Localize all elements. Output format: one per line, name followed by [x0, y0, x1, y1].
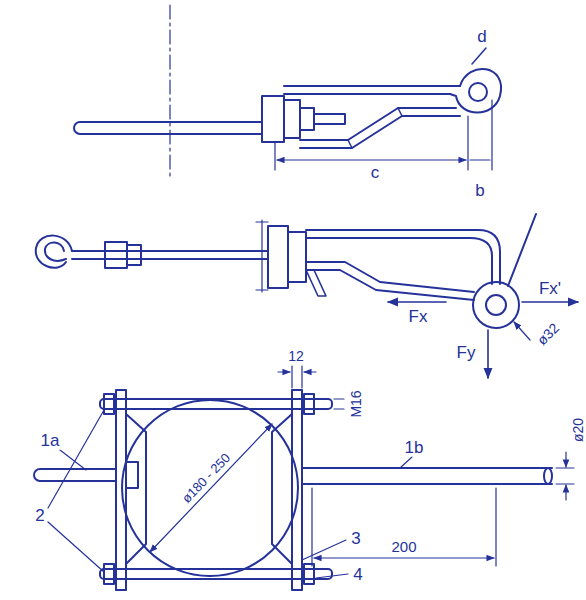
dimension-label: Fx': [537, 279, 563, 298]
dimension-label: 200: [389, 538, 418, 555]
dimension-label: b: [473, 181, 486, 200]
dimension-label: ø180 - 250: [177, 449, 234, 508]
dimension-label: M16: [348, 388, 364, 419]
dimension-label: 3: [349, 529, 362, 548]
dimension-label: 1a: [39, 431, 62, 450]
dimension-label: c: [369, 163, 382, 182]
dimension-label: ø32: [532, 318, 563, 349]
dimension-label: Fy: [455, 343, 478, 362]
dimension-label: 1b: [403, 438, 426, 457]
dimension-label: 4: [351, 565, 364, 584]
dimension-label: d: [475, 27, 488, 46]
dimension-label: 2: [33, 506, 46, 525]
dimension-label: 12: [286, 348, 306, 364]
dimension-label: ø20: [570, 416, 586, 444]
dimension-label: Fx: [407, 307, 430, 326]
